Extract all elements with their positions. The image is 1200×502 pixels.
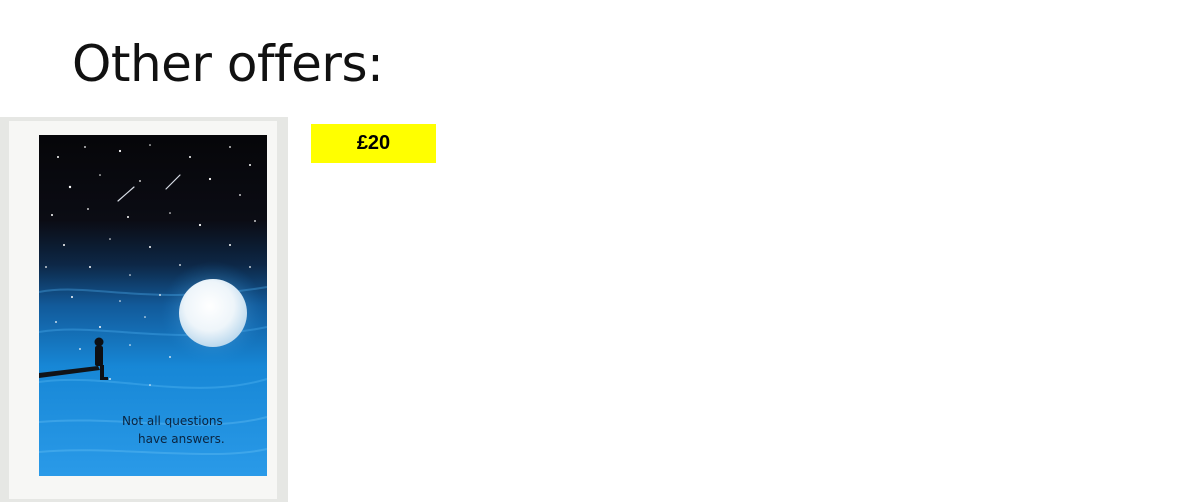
pier bbox=[39, 366, 100, 378]
sitting-figure bbox=[94, 337, 108, 380]
slide-title: Other offers: bbox=[72, 35, 384, 93]
svg-text:Not all questions: Not all questions bbox=[122, 414, 223, 428]
night-sky-drawing: Not all questions have answers. bbox=[0, 117, 288, 502]
artwork-caption: Not all questions have answers. bbox=[122, 414, 225, 446]
shooting-stars bbox=[117, 174, 181, 202]
price-badge: £20 bbox=[311, 124, 436, 163]
artwork-image: Not all questions have answers. bbox=[0, 117, 288, 502]
moon bbox=[179, 279, 247, 347]
svg-text:have answers.: have answers. bbox=[138, 432, 225, 446]
